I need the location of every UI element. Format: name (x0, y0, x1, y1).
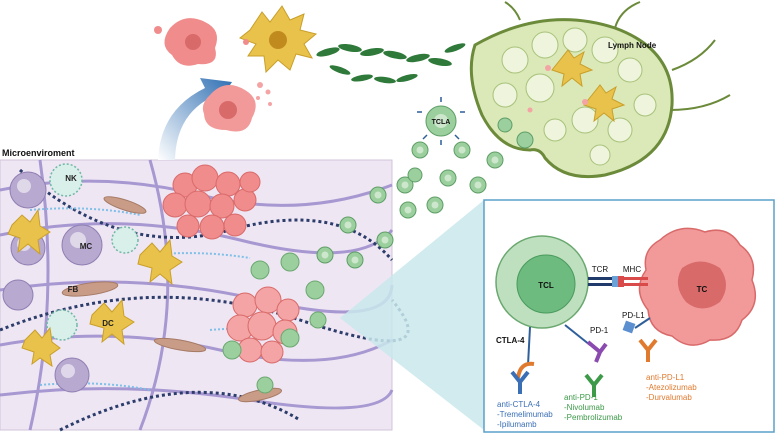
pdl1-drug-title: anti-PD-L1 (646, 373, 685, 382)
lymph-node-label: Lymph Node (608, 41, 657, 50)
tcla-label: TCLA (432, 119, 451, 126)
nk-cells (46, 163, 139, 341)
pd1-drug-1: -Nivolumab (564, 403, 605, 412)
microenvironment-panel: NK MC FB DC (0, 159, 410, 432)
ctla4-receptor (516, 326, 535, 379)
pdl1-receptor (622, 317, 651, 334)
pdl1-drug-1: -Atezolizumab (646, 383, 697, 392)
pdl1-drugs: anti-PD-L1 -Atezolizumab -Durvalumab (646, 373, 697, 402)
ctla4-drug-title: anti-CTLA-4 (497, 400, 541, 409)
pd1-drug-title: anti-PD-1 (564, 393, 598, 402)
tumor-cluster-bottom (226, 286, 300, 364)
ctla4-label: CTLA-4 (496, 336, 525, 345)
pd1-receptor (564, 324, 608, 363)
fibrils (29, 207, 301, 391)
mc-label: MC (80, 242, 93, 251)
tumor-fragments (154, 18, 272, 132)
pd1-drug-2: -Pembrolizumab (564, 413, 623, 422)
tcl-cell (495, 235, 589, 329)
anti-pd1-antibody (584, 373, 604, 397)
ctla4-drug-2: -Ipilumamb (497, 420, 537, 429)
tc-cell (638, 227, 757, 346)
dendritic-cells (7, 208, 183, 368)
ctla4-drug-1: -Tremelimumab (497, 410, 553, 419)
microenvironment-title: Microenviroment (2, 148, 75, 158)
tumor-cluster-top (162, 164, 261, 240)
activated-tcells (316, 97, 534, 269)
tc-label: TC (697, 285, 708, 294)
pdl1-label: PD-L1 (622, 311, 645, 320)
lymphatic-vessel (316, 43, 466, 84)
zoom-wedge (340, 200, 484, 430)
fb-label: FB (68, 285, 79, 294)
pd1-label: PD-1 (590, 326, 609, 335)
dendritic-cell-top (239, 5, 318, 74)
tcr-label: TCR (592, 265, 609, 274)
pd1-drugs: anti-PD-1 -Nivolumab -Pembrolizumab (564, 393, 623, 422)
tcr-mhc-complex (588, 276, 648, 287)
mhc-label: MHC (623, 265, 641, 274)
anti-ctla4-antibody (510, 370, 530, 394)
lymph-node (469, 1, 731, 179)
tcl-label: TCL (538, 281, 554, 290)
tcells-micro (222, 252, 327, 394)
pdl1-drug-2: -Durvalumab (646, 393, 692, 402)
dc-label: DC (102, 319, 114, 328)
ctla4-drugs: anti-CTLA-4 -Tremelimumab -Ipilumamb (497, 400, 553, 429)
nk-label: NK (65, 174, 77, 183)
anti-pdl1-antibody (638, 338, 658, 362)
